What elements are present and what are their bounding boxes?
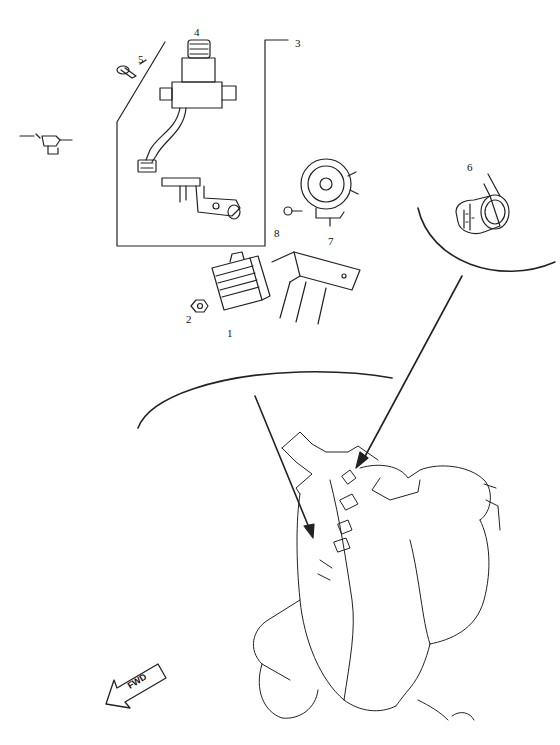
group-bracket <box>117 40 288 246</box>
meter <box>456 174 509 234</box>
callout-number: 6 <box>467 162 473 173</box>
callout-number: 3 <box>295 38 301 49</box>
lock-lever <box>162 178 240 219</box>
callout-number: 1 <box>227 328 233 339</box>
direction-text: FWD <box>126 672 148 690</box>
ignition-switch <box>138 40 236 172</box>
callout-number: 7 <box>328 236 334 247</box>
forward-arrow <box>106 664 166 708</box>
screw <box>284 207 302 215</box>
callout-number: 4 <box>194 27 200 38</box>
pointer-arrow <box>362 276 462 462</box>
callout-number: 5 <box>138 54 144 65</box>
regulator <box>212 252 270 310</box>
view-arc <box>418 208 555 271</box>
scooter-outline <box>253 432 500 720</box>
horn <box>301 159 358 226</box>
pointer-arrow <box>255 396 310 530</box>
small-fitting <box>20 134 72 154</box>
mounting-bracket <box>272 252 360 324</box>
callout-number: 8 <box>274 228 280 239</box>
nut <box>191 300 208 312</box>
callout-number: 2 <box>186 314 192 325</box>
